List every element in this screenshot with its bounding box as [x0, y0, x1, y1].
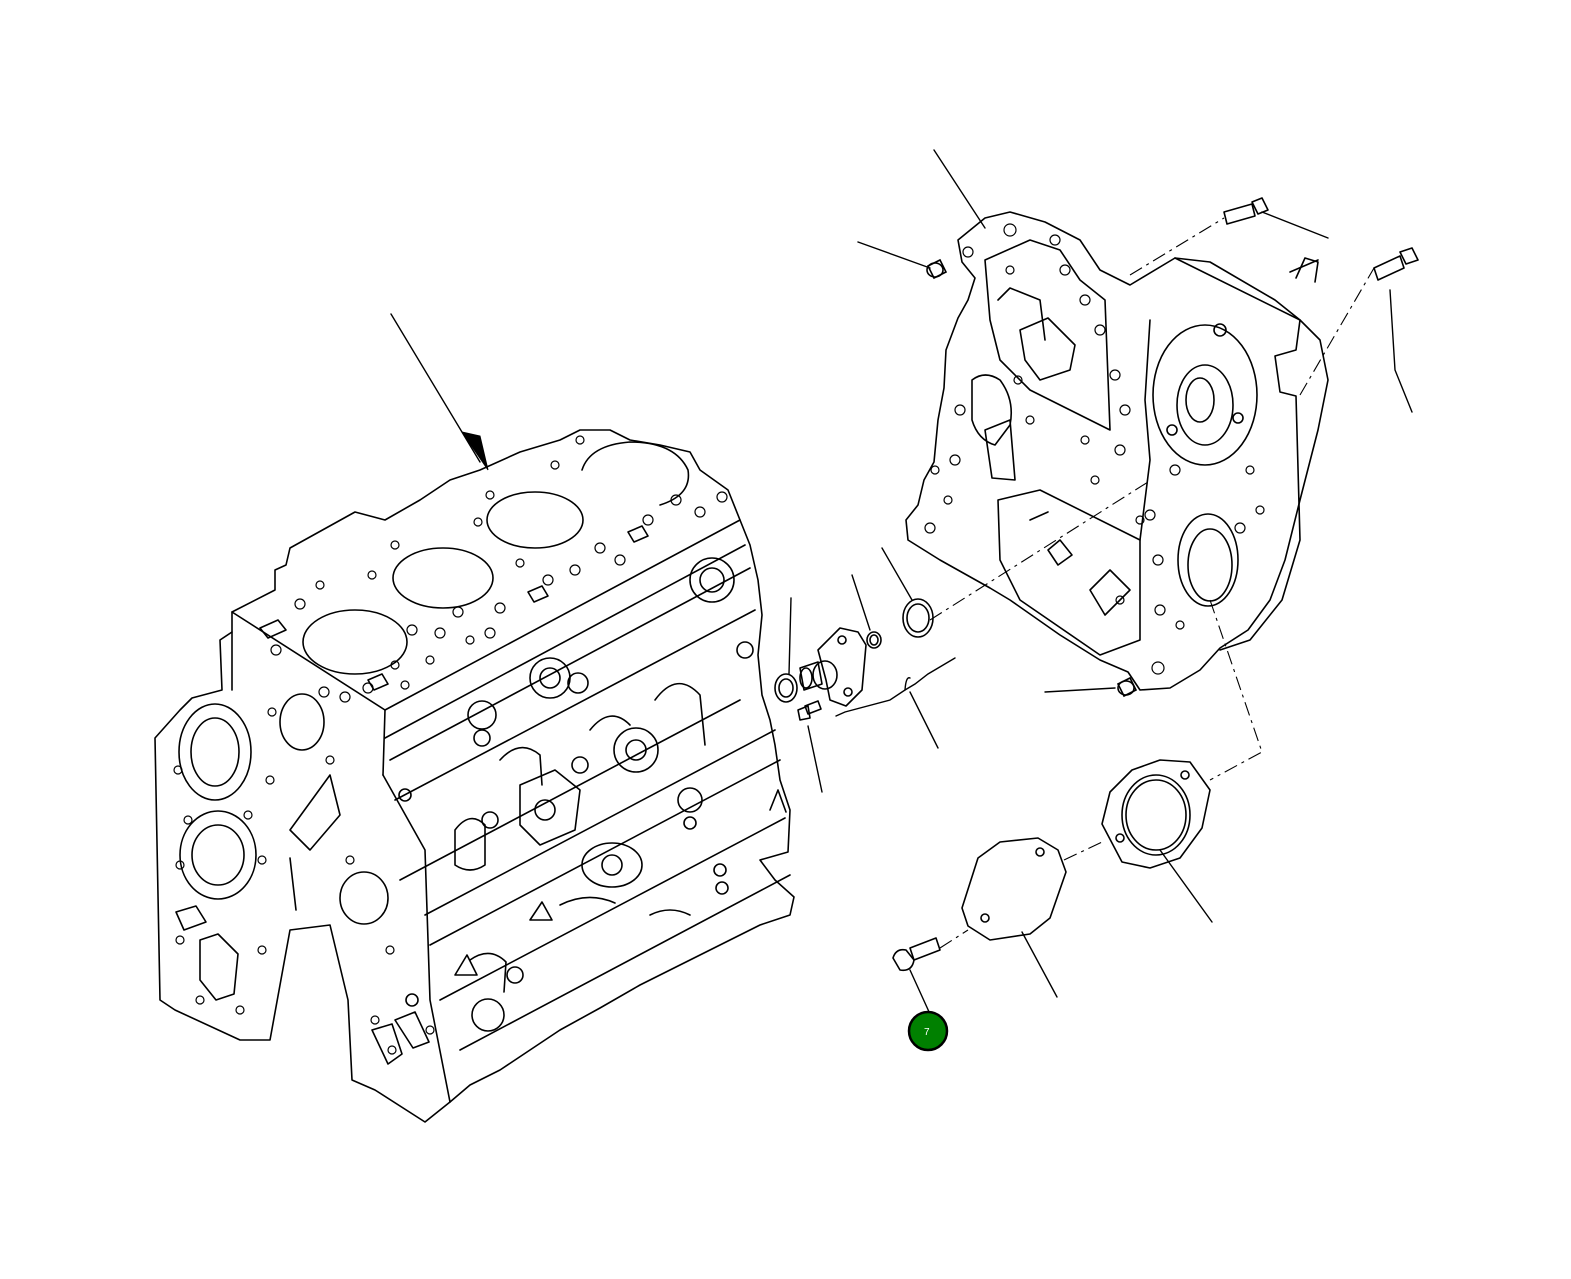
callout-7[interactable]: 7 [907, 1010, 949, 1052]
plug-icon [926, 258, 1138, 698]
callout-7-label[interactable]: 7 [924, 1027, 930, 1038]
callout-7-circle[interactable] [907, 1010, 949, 1052]
arrow-head-icon [460, 431, 489, 471]
cover-plate-icon [961, 837, 1067, 941]
water-pump-flange-icon [799, 627, 867, 707]
gear-housing-icon [905, 211, 1329, 691]
center-lines [929, 217, 1375, 949]
bolt-icon [797, 197, 1419, 972]
engine-block-icon [154, 429, 795, 1123]
gasket-icon [1101, 759, 1211, 869]
leader-lines [390, 149, 1413, 1015]
